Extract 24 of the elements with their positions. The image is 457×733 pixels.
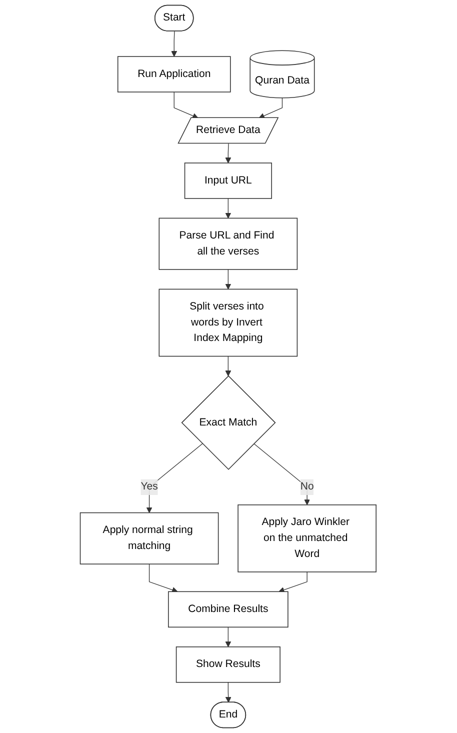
- node-box: Combine Results: [168, 591, 289, 628]
- arrow: [172, 30, 178, 57]
- edge-label: Yes: [141, 481, 158, 492]
- arrow: [174, 92, 199, 119]
- edge-label: No: [300, 481, 314, 492]
- arrow: [226, 682, 232, 703]
- node-box: Show Results: [176, 646, 281, 683]
- node-box: Run Application: [118, 56, 232, 92]
- node-diamond: Exact Match: [182, 375, 276, 470]
- arrow: [259, 98, 283, 118]
- node-box: Apply normal string matching: [80, 512, 220, 564]
- arrow: [278, 572, 308, 593]
- node-box: Parse URL and Find all the verses: [159, 218, 298, 270]
- arrow: [226, 269, 232, 290]
- arrow: [226, 626, 232, 648]
- node-box: Apply Jaro Winkler on the unmatched Word: [238, 504, 377, 572]
- arrow: [226, 198, 232, 218]
- node-box: Split verses into words by Invert Index Mapping: [159, 288, 298, 357]
- arrow: [149, 564, 178, 593]
- node-box: Input URL: [184, 162, 272, 199]
- arrow: [226, 143, 232, 164]
- arrow: [254, 443, 310, 506]
- arrow: [146, 443, 204, 513]
- arrow: [226, 356, 232, 376]
